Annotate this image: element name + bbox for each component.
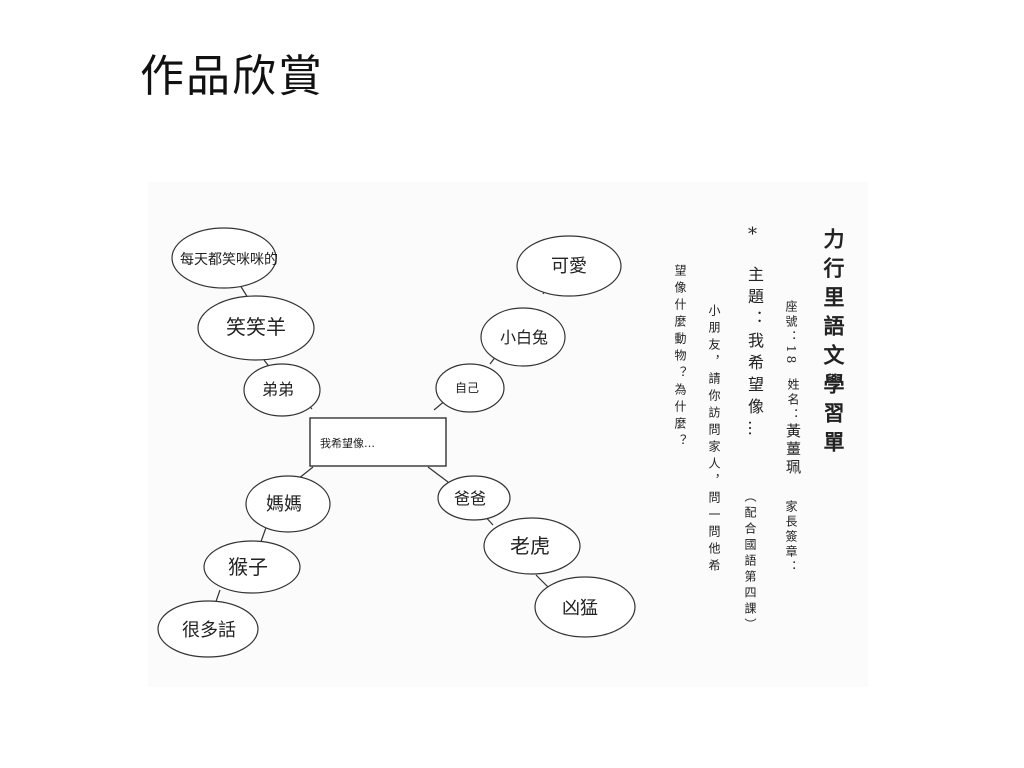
node-bottom-right-inner (437, 475, 511, 521)
node-bottom-right-mid-label: 老虎 (510, 534, 550, 558)
topic-line: 主題：我希望像… (745, 266, 764, 442)
name-field: 姓名：黃薑珮 (783, 378, 804, 477)
node-top-right-outer-label: 可愛 (551, 256, 587, 277)
node-top-right-inner-label: 自己 (455, 381, 479, 395)
node-top-right-inner (435, 363, 505, 413)
node-top-left-mid-label: 笑笑羊 (226, 315, 286, 339)
node-top-left-outer-label: 每天都笑咪咪的 (180, 252, 278, 268)
node-bottom-right-outer (534, 576, 636, 638)
node-top-right-outer (516, 235, 622, 297)
node-bottom-right-outer-label: 凶猛 (562, 598, 598, 619)
mindmap: 我希望像… 每天都笑咪咪的 笑笑羊 弟弟 可愛 小白兔 自己 媽媽 猴子 很多話… (157, 227, 636, 658)
node-top-left-outer (171, 227, 277, 289)
slide-title: 作品欣賞 (140, 51, 324, 102)
node-bottom-left-inner-label: 媽媽 (266, 494, 302, 515)
node-top-left-mid (197, 295, 315, 361)
node-top-left-inner-label: 弟弟 (262, 380, 294, 399)
bullet-star: * (748, 224, 757, 245)
worksheet-scan: 我希望像… 每天都笑咪咪的 笑笑羊 弟弟 可愛 小白兔 自己 媽媽 猴子 很多話… (148, 182, 868, 687)
seat-number: 座號：18 (784, 300, 798, 367)
worksheet-heading: 力行里語文學習單 (821, 228, 846, 460)
instruction-line-1: 小朋友，請你訪問家人，問一問他希 (707, 304, 721, 576)
student-name: 黃薑珮 (784, 423, 802, 477)
node-bottom-right-inner-label: 爸爸 (454, 489, 486, 508)
node-top-right-mid-label: 小白兔 (500, 328, 548, 347)
node-bottom-left-mid (203, 540, 301, 594)
node-bottom-left-mid-label: 猴子 (228, 555, 268, 579)
node-top-right-mid (480, 307, 566, 367)
instruction-line-2: 望像什麼動物？為什麼？ (673, 264, 687, 451)
node-bottom-left-inner (245, 475, 331, 533)
parent-signature-label: 家長簽章： (784, 500, 798, 575)
mindmap-center-box (309, 417, 447, 467)
topic-note: （配合國語第四課） (743, 490, 757, 634)
mindmap-center-label: 我希望像… (320, 436, 375, 450)
name-label: 姓名： (786, 378, 800, 423)
node-bottom-left-outer (157, 600, 259, 658)
node-bottom-right-mid (483, 517, 581, 575)
node-bottom-left-outer-label: 很多話 (182, 620, 236, 641)
node-top-left-inner (243, 363, 321, 417)
